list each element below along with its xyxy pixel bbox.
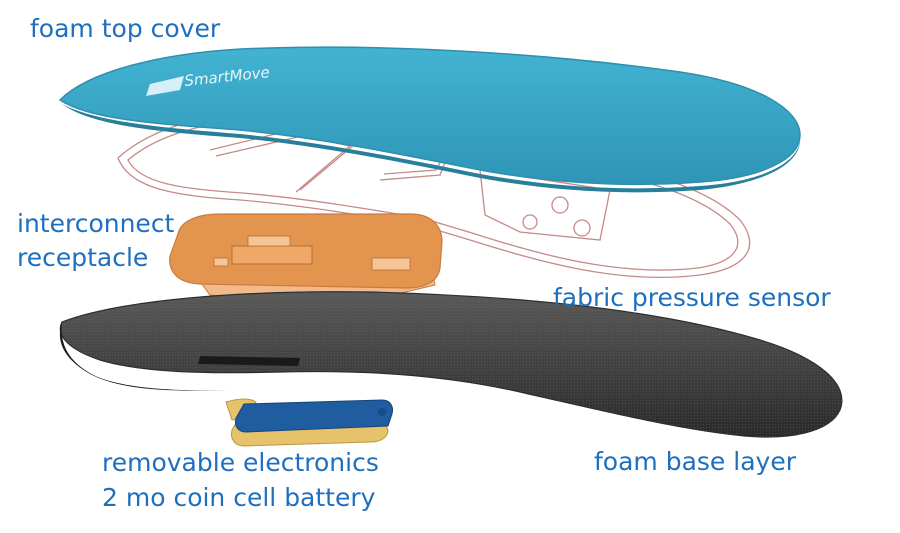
label-removable-electronics-line1: removable electronics xyxy=(102,448,379,477)
label-fabric-pressure-sensor: fabric pressure sensor xyxy=(553,283,831,312)
foam-top-cover xyxy=(58,46,801,193)
label-foam-base-layer: foam base layer xyxy=(594,447,796,476)
label-interconnect-line1: interconnect xyxy=(17,209,175,238)
label-removable-electronics-line2: 2 mo coin cell battery xyxy=(102,483,376,512)
foam-base-layer xyxy=(59,291,843,438)
label-interconnect-line2: receptacle xyxy=(17,243,149,272)
removable-electronics xyxy=(225,398,393,447)
interconnect-receptacle xyxy=(169,213,443,301)
label-foam-top-cover: foam top cover xyxy=(30,14,221,43)
